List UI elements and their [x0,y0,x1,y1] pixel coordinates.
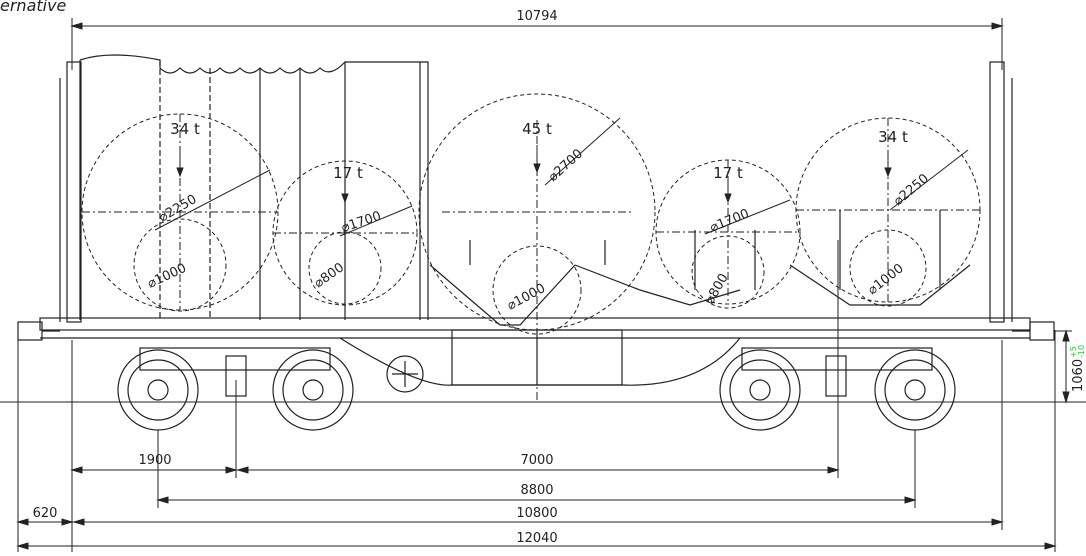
overall-length-label: 12040 [516,531,557,546]
load-1 [81,113,279,312]
load-3-inner-diameter: ⌀1000 [505,281,548,313]
load-4-diameter: ⌀1700 [708,206,752,235]
buffer-height-label: 1060 [1071,359,1086,392]
load-2-diameter: ⌀1700 [340,209,384,236]
buffer-tolerance-lower: -10 [1077,345,1086,358]
buffer-offset-label: 620 [33,506,58,521]
bottom-dimensions [16,240,1072,552]
bogie-spacing-label: 7000 [520,453,553,468]
load-1-diameter: ⌀2250 [157,192,200,225]
load-1-inner-diameter: ⌀1000 [145,261,188,292]
load-3-diameter: ⌀2700 [546,146,586,185]
load-1-weight: 34 t [170,120,200,138]
drawing-caption: ernative [0,0,67,15]
bogie-right [719,347,956,431]
load-3-weight: 45 t [522,120,552,138]
buffer-tolerance-upper: +5 [1069,346,1078,358]
car-body [17,54,1055,393]
load-5-diameter: ⌀2250 [891,171,932,209]
pivot-spacing-label: 8800 [520,483,553,498]
top-length-dimension [70,18,1004,70]
load-2 [272,160,418,306]
load-4-inner-diameter: ⌀800 [702,271,731,307]
load-4 [655,159,801,309]
load-5 [795,117,981,307]
load-2-inner-diameter: ⌀800 [312,260,347,291]
load-2-weight: 17 t [333,164,363,182]
buffer-height-annotation: 1060 +5 -10 [1069,345,1086,392]
bogie-left [117,347,354,431]
frame-length-label: 10800 [516,506,557,521]
top-length-label: 10794 [516,9,557,24]
bogie-wheelbase-label: 1900 [138,453,171,468]
load-3 [418,93,656,402]
load-5-weight: 34 t [878,128,908,146]
load-5-inner-diameter: ⌀1000 [865,261,906,298]
load-4-weight: 17 t [713,164,743,182]
